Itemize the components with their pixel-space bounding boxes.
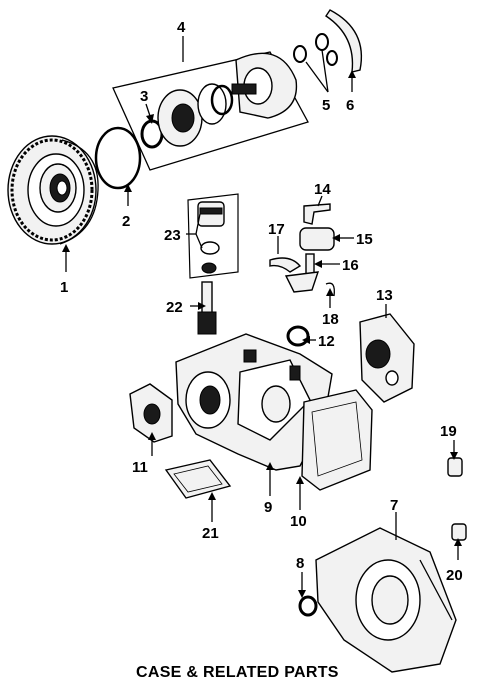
connector-drawing: [451, 523, 467, 541]
callout-7: 7: [390, 497, 398, 514]
callout-8: 8: [296, 555, 304, 572]
callout-23: 23: [164, 227, 181, 244]
callout-labels: 1 2 3 4 5 6 7 8 9 10 11 12 13 14 15 16 1…: [60, 19, 463, 584]
filter-drawing: [164, 459, 232, 499]
sensor-group-drawing: [269, 203, 335, 297]
axle-seal-drawing: [298, 595, 318, 617]
diagram-caption: CASE & RELATED PARTS: [136, 664, 339, 681]
callout-12: 12: [318, 333, 335, 350]
callout-20: 20: [446, 567, 463, 584]
callout-11: 11: [132, 459, 148, 476]
callout-1: 1: [60, 279, 68, 296]
speedo-drawing: [187, 193, 239, 335]
switch-drawing: [447, 457, 463, 477]
callout-16: 16: [342, 257, 359, 274]
callout-18: 18: [322, 311, 339, 328]
bracket-drawing: [293, 9, 362, 73]
callout-5: 5: [322, 97, 330, 114]
oil-pump-drawing: [112, 51, 309, 171]
leader-lines: [62, 36, 462, 598]
oil-pan-inner: [311, 401, 363, 477]
callout-15: 15: [356, 231, 373, 248]
end-cover-drawing: [359, 313, 415, 403]
callout-22: 22: [166, 299, 183, 316]
callout-9: 9: [264, 499, 272, 516]
callout-19: 19: [440, 423, 457, 440]
axle-seal-right-drawing: [286, 325, 310, 347]
converter-housing-drawing: [315, 527, 457, 673]
seal-ring-drawing: [94, 126, 142, 190]
oil-pan-drawing: [301, 389, 373, 491]
callout-14: 14: [314, 181, 331, 198]
callout-10: 10: [290, 513, 307, 530]
callout-17: 17: [268, 221, 285, 238]
callout-3: 3: [140, 88, 148, 105]
callout-6: 6: [346, 97, 354, 114]
callout-21: 21: [202, 525, 219, 542]
callout-4: 4: [177, 19, 186, 36]
callout-2: 2: [122, 213, 130, 230]
transaxle-case-drawing: [175, 333, 333, 471]
callout-13: 13: [376, 287, 393, 304]
torque-converter-drawing: [7, 135, 99, 245]
